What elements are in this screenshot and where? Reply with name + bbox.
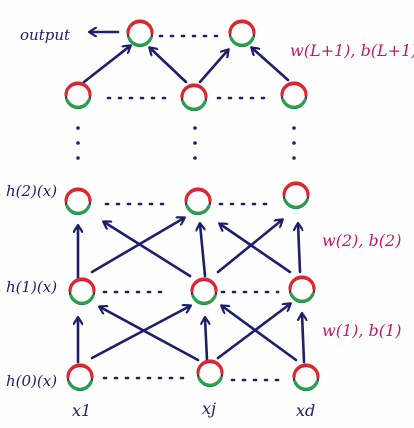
edges-top-to-output — [82, 46, 290, 84]
input-node-1 — [66, 363, 94, 392]
param-label-mid: w(2), b(2) — [322, 231, 401, 250]
param-label-low: w(1), b(1) — [322, 321, 401, 340]
h1-node-3 — [288, 275, 316, 304]
h1-node-1 — [68, 277, 96, 306]
h1-node-2 — [190, 277, 218, 306]
nodes — [64, 19, 320, 392]
edges-h1-to-h2 — [78, 218, 300, 280]
edges-input-to-h1 — [78, 304, 304, 364]
input-label-xd: xd — [296, 401, 315, 420]
input-label-xj: xj — [202, 399, 216, 418]
horizontal-dots — [102, 34, 284, 382]
input-label-x1: x1 — [72, 401, 91, 420]
h2-node-1 — [64, 187, 92, 216]
param-label-top: w(L+1), b(L+1) — [290, 41, 414, 60]
layer-label-h0: h(0)(x) — [6, 372, 57, 390]
vertical-dots — [76, 126, 296, 160]
h2-node-2 — [184, 187, 212, 216]
output-label: output — [20, 26, 71, 44]
output-node-2 — [228, 19, 256, 48]
top-node-2 — [180, 83, 208, 112]
top-node-1 — [64, 81, 92, 110]
layer-label-h1: h(1)(x) — [6, 278, 57, 296]
layer-label-h2: h(2)(x) — [6, 182, 57, 200]
input-node-3 — [292, 363, 320, 392]
input-node-2 — [196, 359, 224, 388]
h2-node-3 — [282, 181, 310, 210]
output-node-1 — [126, 19, 154, 48]
top-node-3 — [280, 81, 308, 110]
